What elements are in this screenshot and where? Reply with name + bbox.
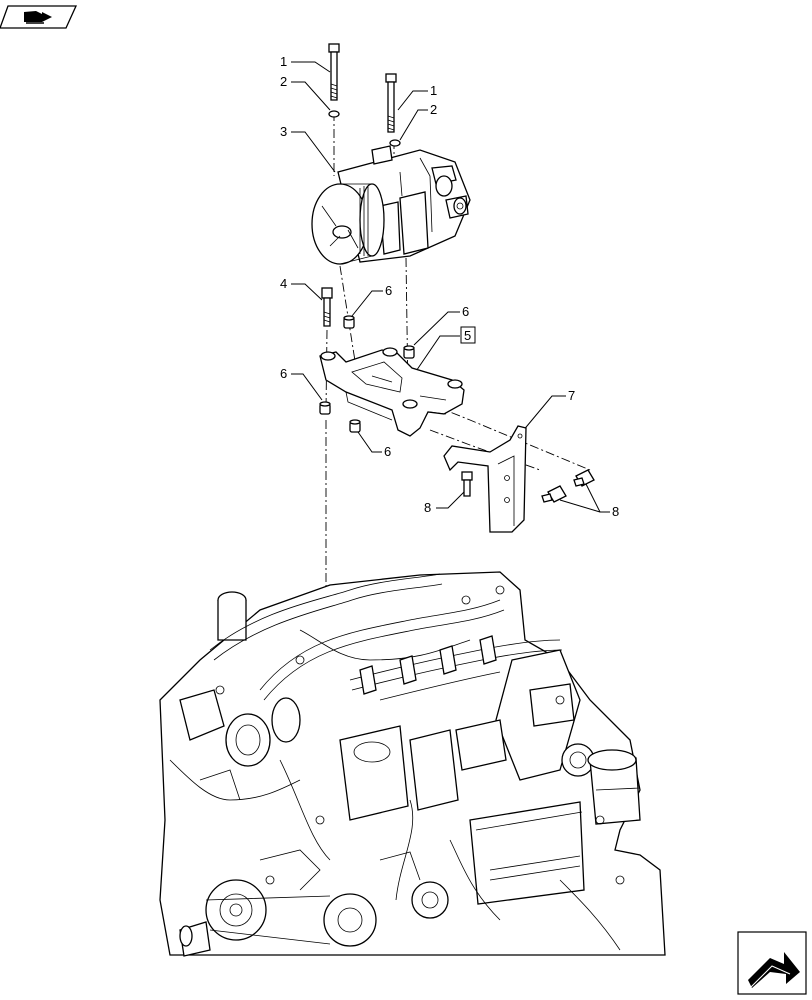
bolt-8-left — [461, 471, 473, 497]
svg-text:8: 8 — [424, 500, 431, 515]
svg-text:6: 6 — [384, 444, 391, 459]
bolt-1-right — [385, 73, 397, 133]
callout-6-d: 6 — [357, 431, 391, 459]
book-arrow-icon[interactable] — [0, 5, 78, 29]
callout-4: 4 — [280, 276, 323, 301]
svg-text:6: 6 — [462, 304, 469, 319]
bracket-7 — [443, 425, 527, 533]
callout-1-right: 1 — [397, 83, 437, 111]
callout-6-c: 6 — [280, 366, 323, 401]
svg-text:5: 5 — [464, 328, 471, 343]
washer-2-left — [328, 110, 340, 118]
callout-7: 7 — [521, 388, 575, 433]
callout-8-right: 8 — [559, 483, 619, 519]
svg-text:6: 6 — [385, 283, 392, 298]
svg-text:1: 1 — [280, 54, 287, 69]
bolt-8-right-lower — [541, 485, 567, 503]
bolt-4 — [321, 287, 333, 327]
callout-5: 5 — [409, 326, 476, 381]
svg-text:2: 2 — [280, 74, 287, 89]
callout-8-left: 8 — [424, 489, 467, 515]
callout-2-left: 2 — [280, 74, 331, 111]
spacer-6-d — [349, 419, 361, 433]
spacer-6-c — [319, 401, 331, 415]
compressor-mounting-bracket — [319, 347, 465, 437]
svg-text:1: 1 — [430, 83, 437, 98]
ac-compressor — [311, 145, 471, 265]
callout-2-right: 2 — [399, 102, 437, 141]
svg-text:3: 3 — [280, 124, 287, 139]
callout-3: 3 — [280, 124, 336, 173]
engine-assembly — [159, 571, 666, 957]
callout-6-a: 6 — [351, 283, 392, 317]
svg-text:7: 7 — [568, 388, 575, 403]
svg-text:6: 6 — [280, 366, 287, 381]
washer-2-right — [389, 139, 401, 147]
next-page-arrow-icon[interactable] — [737, 931, 807, 995]
spacer-6-a — [343, 315, 355, 329]
bolt-1-left — [328, 43, 340, 101]
svg-text:4: 4 — [280, 276, 287, 291]
spacer-6-b — [403, 345, 415, 359]
svg-text:2: 2 — [430, 102, 437, 117]
bolt-8-right-upper — [573, 469, 595, 487]
callout-6-b: 6 — [413, 304, 469, 346]
svg-text:8: 8 — [612, 504, 619, 519]
callout-1-left: 1 — [280, 54, 331, 73]
